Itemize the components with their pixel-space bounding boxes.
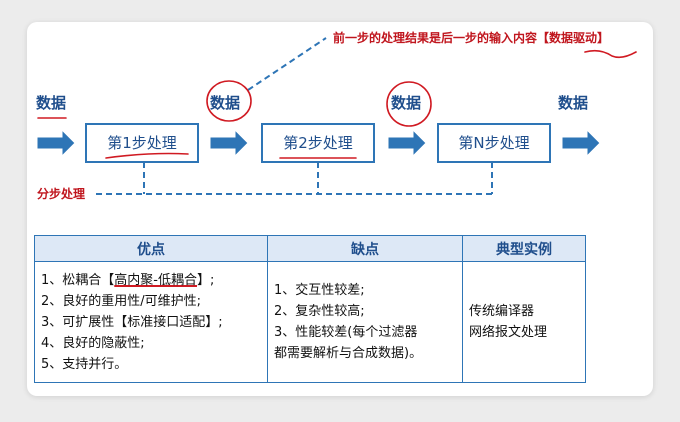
data-circle-1 — [206, 80, 252, 122]
pros-cell: 1、松耦合【高内聚-低耦合】; 2、良好的重用性/可维护性; 3、可扩展性【标准… — [34, 261, 268, 383]
data-circle-2 — [386, 81, 432, 127]
step-2-label: 第2步处理 — [283, 134, 353, 152]
step-n-box — [437, 123, 551, 163]
pros-item: 4、良好的隐蔽性; — [41, 335, 145, 351]
data-label-1: 数据 — [210, 94, 240, 112]
cons-item: 都需要解析与合成数据)。 — [274, 346, 423, 361]
cons-item: 3、性能较差(每个过滤器 — [274, 325, 418, 340]
table-row: 1、松耦合【高内聚-低耦合】; 2、良好的重用性/可维护性; 3、可扩展性【标准… — [34, 261, 586, 383]
header-pros: 优点 — [34, 235, 268, 262]
cons-cell: 1、交互性较差; 2、复杂性较高; 3、性能较差(每个过滤器 都需要解析与合成数… — [267, 261, 463, 383]
pros-item: 5、支持并行。 — [41, 356, 128, 372]
pipe-filter-diagram: 前一步的处理结果是后一步的输入内容【数据驱动】 数据 数据 数据 数据 第1步处… — [36, 30, 637, 201]
pros-item-1: 1、松耦合【高内聚-低耦合】; — [41, 272, 215, 288]
split-processing-label: 分步处理 — [37, 186, 85, 201]
cons-item: 2、复杂性较高; — [274, 304, 365, 319]
header-cons: 缺点 — [267, 235, 463, 262]
data-label-2: 数据 — [391, 94, 421, 112]
note-pointer-line — [247, 37, 327, 91]
data-label-input: 数据 — [36, 94, 66, 112]
pros-cons-table: 优点 缺点 典型实例 1、松耦合【高内聚-低耦合】; 2、良好的重用性/可维护性… — [34, 235, 586, 383]
arrow-right-icon — [561, 128, 601, 158]
step-2-box — [261, 123, 375, 163]
cons-item: 1、交互性较差; — [274, 283, 365, 298]
header-examples: 典型实例 — [462, 235, 586, 262]
data-label-output: 数据 — [558, 94, 588, 112]
example-item: 传统编译器 — [469, 304, 535, 319]
pros-item: 3、可扩展性【标准接口适配】; — [41, 314, 223, 330]
step-1-underline — [105, 152, 189, 159]
step-1-label: 第1步处理 — [107, 134, 177, 152]
table-header-row: 优点 缺点 典型实例 — [34, 235, 586, 262]
arrow-right-icon — [387, 128, 427, 158]
arrow-right-icon — [209, 128, 249, 158]
example-item: 网络报文处理 — [469, 325, 548, 340]
high-cohesion-low-coupling: 高内聚-低耦合 — [114, 272, 197, 288]
examples-cell: 传统编译器 网络报文处理 — [462, 261, 586, 383]
step-1-box — [85, 123, 199, 163]
arrow-right-icon — [36, 128, 76, 158]
data-driven-note: 前一步的处理结果是后一步的输入内容【数据驱动】 — [333, 30, 609, 45]
note-scribble — [584, 49, 637, 59]
pros-item: 2、良好的重用性/可维护性; — [41, 293, 202, 309]
step-n-label: 第N步处理 — [458, 134, 529, 152]
